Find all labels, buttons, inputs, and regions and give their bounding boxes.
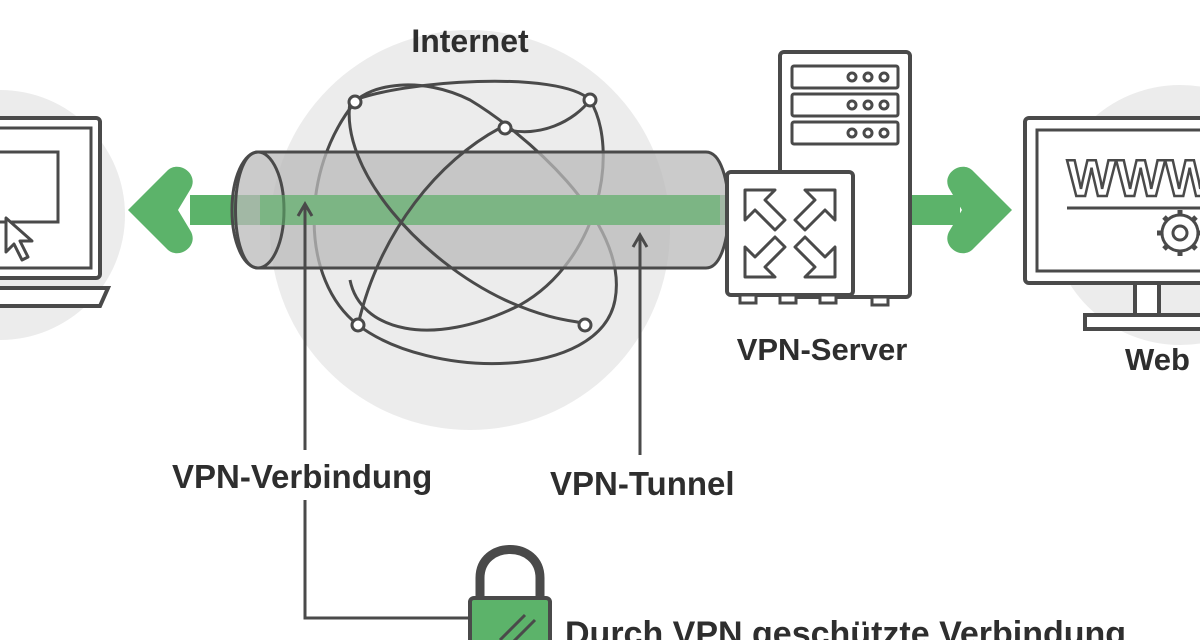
- vpn-tunnel-shape: [230, 150, 730, 270]
- internet-orbits-front: [347, 99, 592, 326]
- vpn-connection-label: VPN-Verbindung: [172, 458, 432, 495]
- website-www-text: WWW: [1067, 150, 1200, 208]
- internet-nodes: [347, 92, 598, 333]
- lock-icon: [468, 545, 552, 640]
- vpn-connection-callout: [296, 201, 470, 620]
- gear-icon: [1157, 210, 1200, 256]
- cursor-icon: [4, 216, 34, 262]
- laptop-icon: [0, 116, 112, 308]
- internet-label: Internet: [411, 23, 529, 59]
- router-icon: [725, 170, 855, 305]
- vpn-tunnel-callout: [631, 232, 649, 455]
- website-label: Web: [1125, 342, 1190, 377]
- website-monitor-icon: [1023, 116, 1200, 331]
- vpn-server-label: VPN-Server: [737, 332, 908, 367]
- protected-connection-label: Durch VPN geschützte Verbindung: [565, 615, 1126, 640]
- vpn-tunnel-label: VPN-Tunnel: [550, 465, 735, 502]
